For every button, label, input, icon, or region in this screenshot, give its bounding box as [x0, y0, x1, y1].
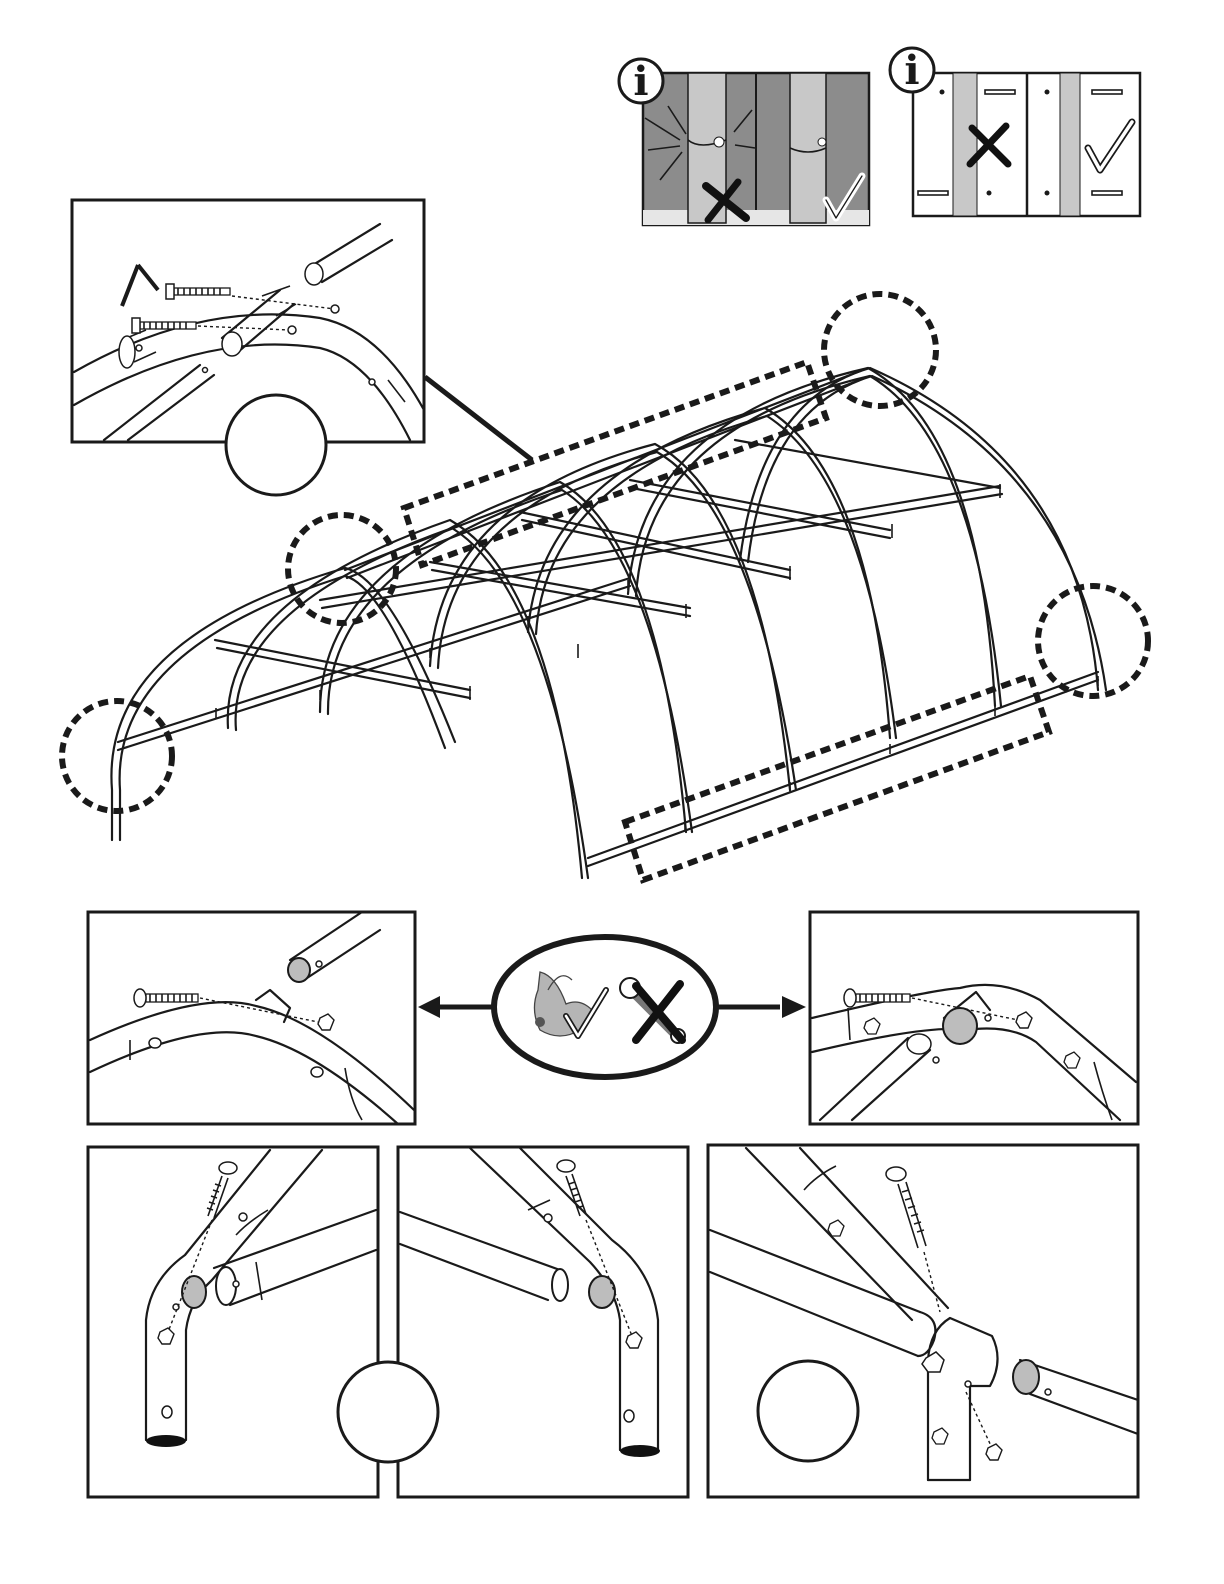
detail-hand-tight-left	[88, 912, 415, 1124]
highlight-circle	[824, 294, 936, 406]
information-icon: i	[890, 47, 934, 94]
detail-corner-right	[398, 1147, 688, 1497]
highlight-circle	[62, 701, 172, 811]
svg-text:i: i	[633, 58, 648, 105]
info-panel-bolt-direction: i	[890, 47, 1140, 216]
step-number-circle	[338, 1362, 438, 1462]
svg-text:i: i	[904, 47, 919, 94]
highlight-box-base	[625, 676, 1049, 880]
information-icon: i	[619, 58, 663, 105]
step-number-circle	[226, 395, 326, 495]
step-number-circle	[758, 1361, 858, 1461]
detail-base-joint	[708, 1145, 1138, 1497]
detail-hand-tight-right	[810, 912, 1138, 1124]
hand-tighten-instruction	[418, 937, 806, 1077]
detail-corner-left	[88, 1147, 378, 1497]
detail-ridge-joint	[72, 200, 532, 495]
highlight-circle	[1038, 586, 1148, 696]
info-panel-overtighten: i	[619, 58, 869, 225]
